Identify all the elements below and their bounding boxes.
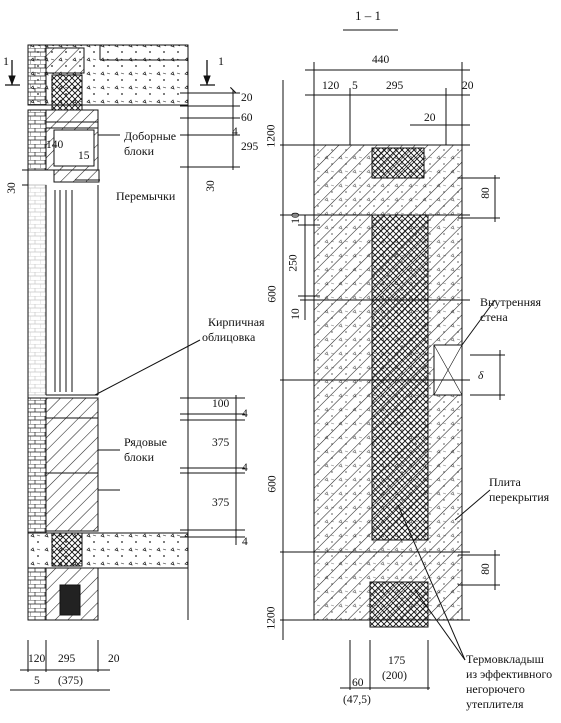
dim-250: 250 xyxy=(287,254,300,272)
dim-30-left: 30 xyxy=(5,182,18,194)
right-section xyxy=(280,29,505,690)
label-inner-wall-2: стена xyxy=(480,310,508,324)
label-brick-cladding-1: Кирпичная xyxy=(208,315,265,329)
dim-295: 295 xyxy=(241,141,259,153)
dim-4b: 4 xyxy=(242,408,248,420)
section-title: 1 – 1 xyxy=(355,8,381,23)
dim-375b: 375 xyxy=(212,497,230,509)
label-extra-blocks-1: Доборные xyxy=(124,129,177,143)
label-inserts-4: утеплителя xyxy=(466,697,524,711)
label-inserts-2: из эффективного xyxy=(466,667,553,681)
dim-80-bottom: 80 xyxy=(479,563,492,575)
dim-20: 20 xyxy=(241,92,253,104)
dim-60: 60 xyxy=(241,112,253,124)
label-row-blocks-1: Рядовые xyxy=(124,435,167,449)
dim-30-right: 30 xyxy=(204,180,217,192)
dim-1200-top: 1200 xyxy=(265,124,278,148)
dim-4d: 4 xyxy=(242,536,248,548)
dim-bottom-5: 5 xyxy=(34,675,40,687)
dim-bottom-375: (375) xyxy=(58,675,83,687)
cut-mark-left: 1 xyxy=(3,54,9,68)
label-slab-1: Плита xyxy=(489,475,521,489)
dim-top-120: 120 xyxy=(322,80,340,92)
left-elevation xyxy=(5,44,245,691)
dim-1200-bottom: 1200 xyxy=(265,606,278,630)
label-slab-2: перекрытия xyxy=(489,490,550,504)
dim-top-5: 5 xyxy=(352,80,358,92)
dim-delta: δ xyxy=(478,370,484,382)
dim-10-bottom: 10 xyxy=(289,308,302,320)
label-lintels: Перемычки xyxy=(116,189,176,203)
dim-bottom-200: (200) xyxy=(382,670,407,682)
dim-top-20a: 20 xyxy=(462,80,474,92)
dim-4c: 4 xyxy=(242,462,248,474)
label-row-blocks-2: блоки xyxy=(124,450,155,464)
cut-mark-right: 1 xyxy=(218,54,224,68)
dim-bottom-295: 295 xyxy=(58,653,76,665)
label-inner-wall-1: Внутренняя xyxy=(480,295,542,309)
dim-bottom-60: 60 xyxy=(352,677,364,689)
dim-375a: 375 xyxy=(212,437,230,449)
dim-600-top: 600 xyxy=(266,285,279,303)
dim-100: 100 xyxy=(212,398,230,410)
label-inserts-3: негорючего xyxy=(466,682,525,696)
dim-15: 15 xyxy=(78,150,90,162)
dim-bottom-475: (47,5) xyxy=(343,694,371,706)
dim-440: 440 xyxy=(372,54,390,66)
dim-top-20b: 20 xyxy=(424,112,436,124)
dim-600-bottom: 600 xyxy=(266,475,279,493)
dim-bottom-175: 175 xyxy=(388,655,406,667)
dim-80-top: 80 xyxy=(479,187,492,199)
dim-140: 140 xyxy=(46,139,64,151)
dim-top-295: 295 xyxy=(386,80,404,92)
label-inserts-1: Термовкладыш xyxy=(466,652,544,666)
label-extra-blocks-2: блоки xyxy=(124,144,155,158)
dim-4a: 4 xyxy=(232,126,238,138)
dim-10-top: 10 xyxy=(289,212,302,224)
label-brick-cladding-2: облицовка xyxy=(202,330,256,344)
dim-bottom-20: 20 xyxy=(108,653,120,665)
dim-bottom-120: 120 xyxy=(28,653,46,665)
